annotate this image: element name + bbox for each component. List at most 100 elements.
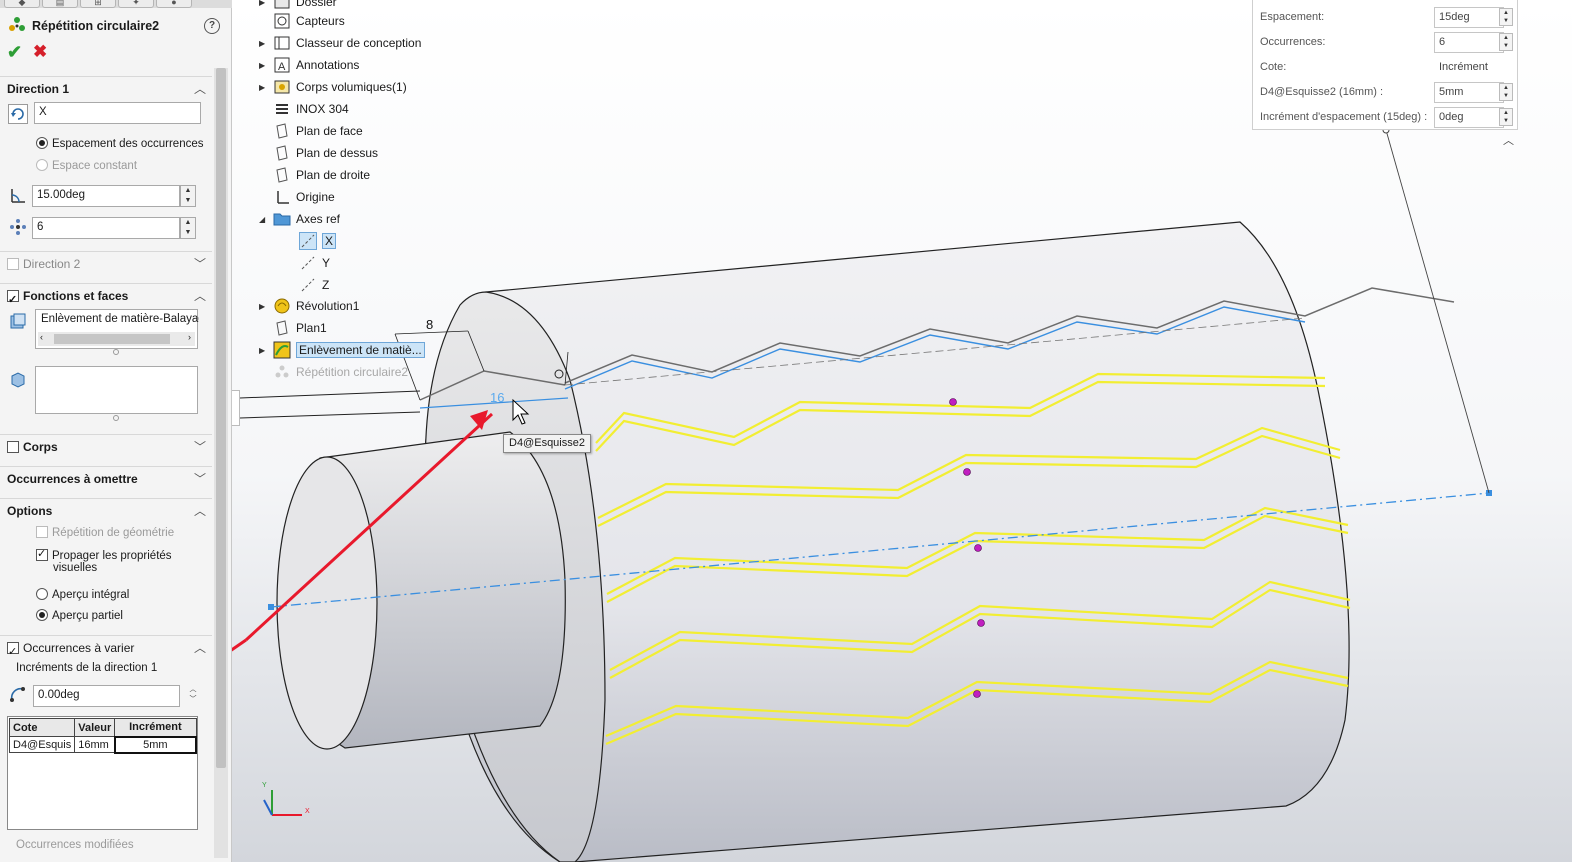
expand-chevron-icon[interactable]: ﹀ <box>193 257 206 271</box>
expand-arrow[interactable]: ▶ <box>259 301 266 311</box>
section-direction1[interactable]: Direction 1︿ <box>0 76 212 100</box>
tree-item-revolve[interactable]: ▶Révolution1 <box>259 296 359 316</box>
section-options[interactable]: Options︿ <box>0 498 212 522</box>
expand-arrow[interactable]: ▶ <box>259 82 266 92</box>
direction2-checkbox[interactable] <box>7 258 19 270</box>
reverse-direction-icon[interactable] <box>8 104 28 124</box>
resize-handle-icon[interactable] <box>113 349 119 355</box>
col-header-cote[interactable]: Cote <box>8 718 76 737</box>
tree-item-circular-pattern[interactable]: Répétition circulaire2 <box>259 362 408 382</box>
tree-item-axis-y[interactable]: Y <box>285 253 330 273</box>
axis-x[interactable] <box>270 492 1490 608</box>
option-propagate-visual[interactable]: Propager les propriétés <box>36 547 172 562</box>
cancel-button[interactable]: ✖ <box>33 42 48 61</box>
tree-item-axes-folder[interactable]: ◢Axes ref <box>259 209 340 229</box>
tree-item-top-plane[interactable]: Plan de dessus <box>259 143 378 163</box>
section-vary[interactable]: Occurrences à varier︿ <box>0 635 212 664</box>
checkbox[interactable] <box>36 526 48 538</box>
axis-selection-field[interactable]: X <box>34 102 201 124</box>
vary-table[interactable]: Cote Valeur Incrément D4@Esquis 16mm 5mm <box>8 718 198 754</box>
panel-splitter[interactable] <box>232 390 240 426</box>
dimension-8-label[interactable]: 8 <box>426 317 434 332</box>
scroll-left-icon[interactable]: ‹ <box>40 332 43 342</box>
option-partial-preview[interactable]: Aperçu partiel <box>36 609 123 622</box>
tree-item-solid-bodies[interactable]: ▶Corps volumiques(1) <box>259 77 407 97</box>
dimension-16-label[interactable]: 16 <box>490 390 505 405</box>
section-features[interactable]: Fonctions et faces︿ <box>0 283 212 312</box>
display-manager-tab[interactable]: ● <box>156 0 192 8</box>
col-header-valeur[interactable]: Valeur <box>74 718 116 737</box>
tree-item-dossier[interactable]: ▶Dossier <box>259 0 337 12</box>
expand-arrow[interactable]: ▶ <box>259 60 266 70</box>
tree-item-material[interactable]: INOX 304 <box>259 99 349 119</box>
collapse-arrow[interactable]: ◢ <box>259 214 266 224</box>
option-full-preview[interactable]: Aperçu intégral <box>36 588 129 601</box>
dimxpert-tab[interactable]: ✦ <box>118 0 154 8</box>
dim-value-input[interactable]: 0deg <box>1434 107 1504 128</box>
property-manager-tab[interactable]: ▤ <box>42 0 78 8</box>
tree-item-capteurs[interactable]: Capteurs <box>259 11 345 31</box>
dim-value-input[interactable]: 6 <box>1434 32 1504 53</box>
cell-valeur[interactable]: 16mm <box>74 736 116 753</box>
features-checkbox[interactable] <box>7 288 19 312</box>
help-button[interactable]: ? <box>204 18 220 34</box>
dim-value-input[interactable]: 15deg <box>1434 7 1504 28</box>
scroll-thumb[interactable] <box>216 68 226 768</box>
section-direction2[interactable]: Direction 2﹀ <box>0 251 212 275</box>
tree-item-right-plane[interactable]: Plan de droite <box>259 165 370 185</box>
resize-handle-icon[interactable] <box>113 415 119 421</box>
collapse-chevron-icon[interactable]: ︿ <box>193 289 206 303</box>
cell-cote[interactable]: D4@Esquis <box>8 736 76 753</box>
expand-arrow[interactable]: ▶ <box>259 345 266 355</box>
radio-constant-spacing[interactable]: Espace constant <box>36 159 137 172</box>
feature-list-item[interactable]: Enlèvement de matière-Balayage <box>41 313 199 325</box>
radio-spacing-occurrences[interactable]: Espacement des occurrences <box>36 137 204 150</box>
scroll-right-icon[interactable]: › <box>188 332 191 342</box>
tree-item-axis-z[interactable]: Z <box>285 275 329 295</box>
tree-item-classeur[interactable]: ▶Classeur de conception <box>259 33 421 53</box>
collapse-chevron-icon[interactable]: ︿ <box>193 82 206 96</box>
pm-scrollbar[interactable] <box>214 68 228 858</box>
collapse-chevron-icon[interactable]: ︿ <box>193 504 206 518</box>
table-row[interactable]: D4@Esquis 16mm 5mm <box>8 735 198 754</box>
faces-listbox[interactable] <box>35 366 198 414</box>
option-geometry-pattern[interactable]: Répétition de géométrie <box>36 526 174 539</box>
tree-item-sweep-cut[interactable]: ▶Enlèvement de matiè... <box>259 340 425 360</box>
radio-button[interactable] <box>36 137 48 149</box>
instances-input[interactable]: 6 <box>32 217 180 239</box>
angle-spinner[interactable]: ▲▼ <box>180 185 196 207</box>
vary-checkbox[interactable] <box>7 640 19 664</box>
collapse-chevron-icon[interactable]: ︿ <box>193 641 206 655</box>
angle-input[interactable]: 15.00deg <box>32 185 180 207</box>
dim-value-input[interactable]: 5mm <box>1434 82 1504 103</box>
radio-button[interactable] <box>36 159 48 171</box>
col-header-increment[interactable]: Incrément <box>114 718 197 737</box>
expand-arrow[interactable]: ▶ <box>259 38 266 48</box>
modified-instances-label[interactable]: Occurrences modifiées <box>16 839 134 851</box>
tree-item-front-plane[interactable]: Plan de face <box>259 121 363 141</box>
section-skip[interactable]: Occurrences à omettre﹀ <box>0 466 212 490</box>
feature-manager-tab[interactable]: ◆ <box>4 0 40 8</box>
instances-spinner[interactable]: ▲▼ <box>180 217 196 239</box>
collapse-table-chevron-icon[interactable]: ︿ <box>1503 135 1514 147</box>
hscroll-thumb[interactable] <box>54 334 170 344</box>
angle-increment-input[interactable]: 0.00deg <box>33 685 180 707</box>
config-manager-tab[interactable]: ⊞ <box>80 0 116 8</box>
features-listbox[interactable]: Enlèvement de matière-Balayage ‹ › <box>35 309 199 349</box>
spin-buttons[interactable]: ▲▼ <box>1499 8 1513 26</box>
expand-chevron-icon[interactable]: ﹀ <box>193 440 206 454</box>
checkbox[interactable] <box>36 547 48 561</box>
ok-button[interactable]: ✔ <box>7 42 23 62</box>
vary-table-container[interactable]: Cote Valeur Incrément D4@Esquis 16mm 5mm <box>7 716 198 830</box>
tree-item-axis-x[interactable]: X <box>285 231 337 251</box>
listbox-hscroll[interactable]: ‹ › <box>38 332 195 346</box>
radio-button[interactable] <box>36 609 48 621</box>
spin-buttons[interactable]: ▲▼ <box>1499 83 1513 101</box>
spin-buttons[interactable]: ▲▼ <box>1499 33 1513 51</box>
tree-item-plane1[interactable]: Plan1 <box>259 318 327 338</box>
radio-button[interactable] <box>36 588 48 600</box>
cell-increment[interactable]: 5mm <box>113 735 198 754</box>
expand-arrow[interactable]: ▶ <box>259 0 266 7</box>
